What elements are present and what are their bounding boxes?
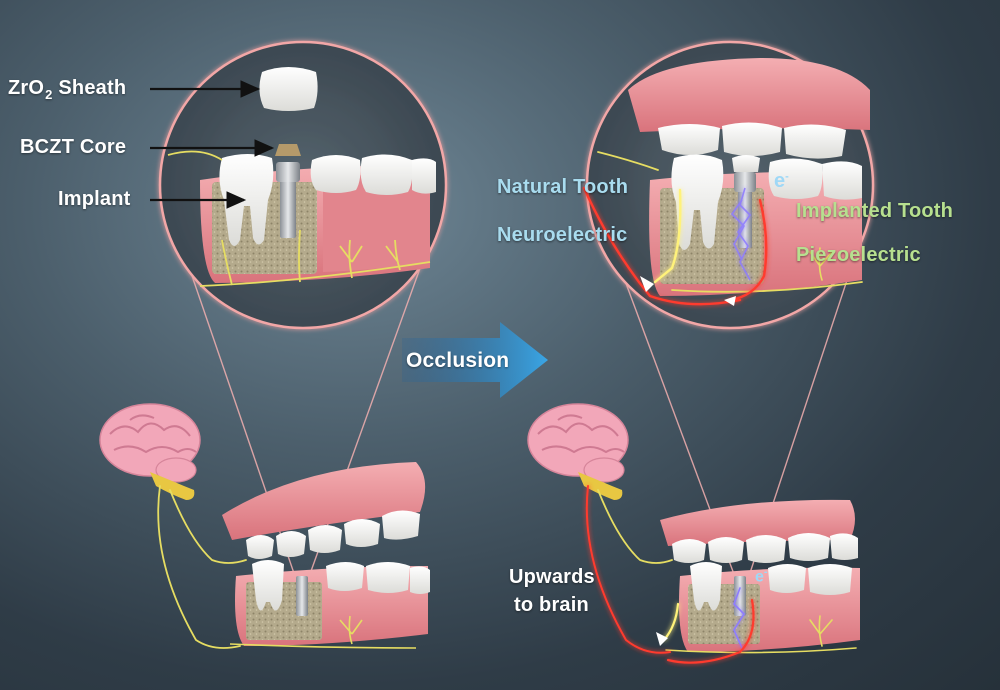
implanted-tooth-label: Implanted Tooth: [796, 200, 954, 222]
signal-arrowhead-right: [724, 296, 736, 306]
zro2-sheath-label: ZrO2 Sheath: [8, 77, 126, 102]
piezoelectric-label: Piezoelectric: [796, 244, 921, 266]
electron-base-top: e: [774, 170, 786, 192]
signal-arrowhead-left: [640, 276, 654, 292]
electron-label-top: e-: [774, 170, 789, 193]
left-brain: [99, 403, 201, 500]
neuroelectric-label: Neuroelectric: [497, 224, 628, 246]
electron-label-bottom: e-: [755, 566, 768, 586]
sheath-text: Sheath: [52, 77, 127, 99]
arrow-right-icon: [402, 322, 548, 398]
right-zoom-nerves: [582, 151, 863, 306]
right-zoom-jaw: [628, 58, 870, 296]
left-zoom-nerves: [167, 150, 431, 287]
electron-sup-bottom: -: [763, 566, 768, 578]
right-brain: [527, 403, 629, 500]
label-arrows: [150, 80, 275, 209]
left-magnifier: [158, 40, 448, 586]
zro2-text: ZrO: [8, 77, 45, 99]
zro2-subscript: 2: [45, 87, 53, 102]
bczt-core-label: BCZT Core: [20, 136, 127, 158]
implant-label: Implant: [58, 188, 131, 210]
occlusion-label: Occlusion: [406, 349, 510, 372]
left-zoom-jaw: [200, 67, 436, 283]
electron-base-bottom: e: [755, 568, 764, 586]
right-magnifier: [582, 40, 875, 586]
right-jaw-overview: [656, 499, 860, 664]
upwards-label-line1: Upwards: [509, 566, 595, 588]
natural-tooth-label: Natural Tooth: [497, 176, 629, 198]
upwards-label-line2: to brain: [514, 594, 589, 616]
right-zoom-lightning: [730, 187, 752, 281]
nerve-pathways: [157, 485, 673, 654]
brain-icon: [99, 403, 629, 500]
electron-sup-top: -: [785, 170, 789, 183]
left-jaw-overview: [222, 462, 430, 649]
